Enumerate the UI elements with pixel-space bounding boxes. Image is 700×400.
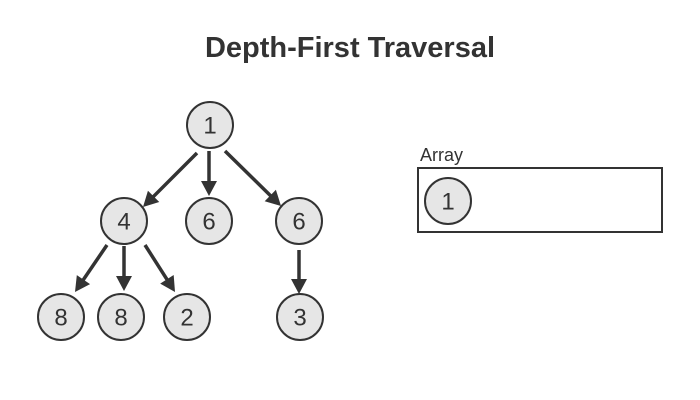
node-label: 8 bbox=[114, 305, 127, 332]
node-label: 8 bbox=[54, 305, 67, 332]
node-circle bbox=[185, 197, 233, 245]
tree-node: 3 bbox=[276, 293, 324, 341]
node-circle bbox=[163, 293, 211, 341]
tree-node: 4 bbox=[100, 197, 148, 245]
tree-node: 1 bbox=[186, 101, 234, 149]
tree-node: 2 bbox=[163, 293, 211, 341]
node-label: 6 bbox=[202, 209, 215, 236]
node-circle bbox=[186, 101, 234, 149]
arrow-head bbox=[264, 189, 281, 206]
node-circle bbox=[276, 293, 324, 341]
tree-edge bbox=[291, 250, 307, 294]
array-item: 1 bbox=[424, 177, 472, 225]
array-label: Array bbox=[420, 145, 463, 165]
tree-edge bbox=[223, 149, 281, 206]
array-item-label: 1 bbox=[441, 189, 454, 216]
tree-edge bbox=[143, 151, 199, 207]
array-items: 1 bbox=[424, 177, 472, 225]
edge-line bbox=[80, 244, 109, 283]
edge-line bbox=[150, 151, 199, 200]
node-label: 3 bbox=[293, 305, 306, 332]
tree-edge bbox=[143, 244, 175, 292]
edge-line bbox=[223, 149, 273, 199]
node-circle bbox=[37, 293, 85, 341]
tree-edge bbox=[116, 246, 132, 291]
array-item-circle bbox=[424, 177, 472, 225]
arrow-head bbox=[291, 279, 307, 294]
edge-line bbox=[143, 244, 170, 282]
arrow-head bbox=[201, 181, 217, 196]
arrow-head bbox=[143, 190, 160, 207]
tree-node: 8 bbox=[97, 293, 145, 341]
tree-edge bbox=[201, 151, 217, 196]
arrow-head bbox=[75, 275, 91, 292]
tree-edge bbox=[75, 244, 109, 292]
node-label: 4 bbox=[117, 209, 130, 236]
node-label: 6 bbox=[292, 209, 305, 236]
arrow-head bbox=[160, 275, 175, 292]
tree-node: 6 bbox=[275, 197, 323, 245]
tree-nodes: 1 4 6 6 8 8 2 3 bbox=[37, 101, 324, 341]
node-label: 1 bbox=[203, 113, 216, 140]
arrow-head bbox=[116, 276, 132, 291]
tree-node: 8 bbox=[37, 293, 85, 341]
tree-node: 6 bbox=[185, 197, 233, 245]
node-label: 2 bbox=[180, 305, 193, 332]
node-circle bbox=[100, 197, 148, 245]
tree-edges bbox=[75, 149, 307, 294]
node-circle bbox=[275, 197, 323, 245]
node-circle bbox=[97, 293, 145, 341]
array-panel: Array 1 bbox=[417, 145, 663, 233]
diagram-title: Depth-First Traversal bbox=[205, 32, 495, 64]
